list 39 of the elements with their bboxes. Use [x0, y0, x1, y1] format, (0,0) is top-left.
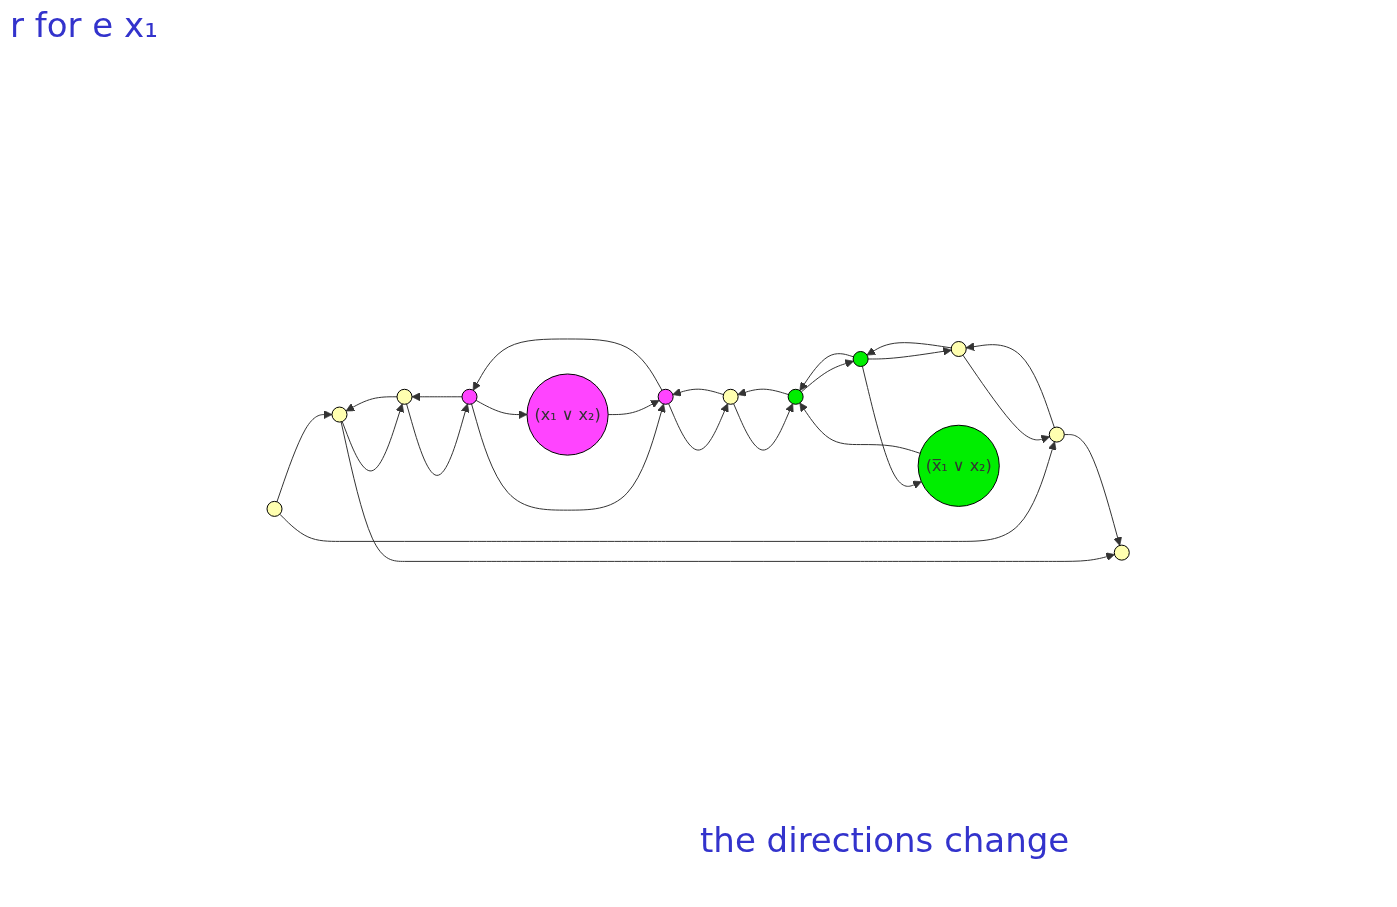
node-circle: (x₁ ∨ x₂)	[526, 373, 609, 456]
arrow	[966, 342, 1056, 428]
arrow	[801, 359, 855, 393]
arrow	[668, 402, 729, 451]
node-circle: (x̅₁ ∨ x₂)	[918, 424, 1001, 507]
node-circle	[951, 340, 968, 357]
node-circle	[331, 406, 348, 423]
node-circle	[1049, 426, 1066, 443]
arrow	[862, 365, 923, 489]
arrow	[276, 409, 333, 503]
node-circle	[658, 388, 674, 405]
arrow	[737, 387, 790, 397]
arrow	[962, 354, 1051, 444]
node-circle	[1114, 544, 1131, 561]
arrow	[733, 402, 794, 451]
arrow	[799, 402, 921, 454]
node-circle	[788, 388, 804, 405]
arrow	[608, 399, 660, 415]
arrow	[341, 421, 1116, 562]
arrow	[279, 441, 1057, 542]
arrow	[475, 399, 528, 419]
arrow	[473, 338, 663, 391]
note-text: the directions change	[700, 820, 1070, 860]
arrow	[672, 387, 725, 397]
arrow	[342, 403, 405, 472]
node-circle	[723, 388, 739, 405]
arrow	[346, 396, 398, 412]
note-text: r for e x₁	[10, 5, 158, 45]
arrow	[799, 352, 855, 391]
arrow	[867, 341, 953, 356]
node-circle	[853, 350, 869, 367]
arrow	[471, 403, 666, 511]
arrow	[411, 392, 463, 401]
node-circle	[396, 388, 413, 405]
arrow	[406, 403, 470, 476]
node-circle	[266, 500, 283, 517]
node-circle	[461, 388, 478, 405]
arrow	[868, 346, 953, 360]
arrow	[1064, 433, 1123, 546]
